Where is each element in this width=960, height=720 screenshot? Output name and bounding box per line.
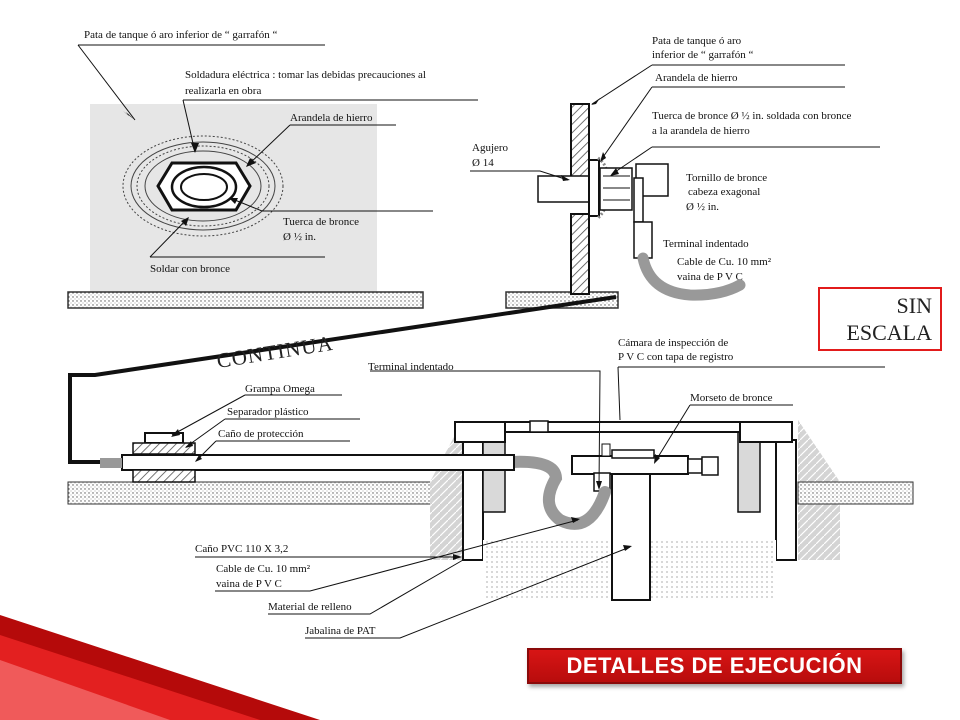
- leg-lower: [570, 213, 590, 295]
- label-cable-b2: vaina de P V C: [216, 578, 282, 590]
- label-jabalina: Jabalina de PAT: [305, 625, 376, 637]
- separator-top: [132, 442, 196, 455]
- label-relleno: Material de relleno: [268, 601, 352, 613]
- detail-top-view: Pata de tanque ó aro inferior de “ garra…: [67, 29, 478, 309]
- label-agujero-2: Ø 14: [472, 157, 494, 169]
- title-banner: DETALLES DE EJECUCIÓN: [527, 648, 902, 684]
- label-tornillo-2: cabeza exagonal: [688, 186, 760, 198]
- grounding-rod: [611, 469, 651, 601]
- chamber-wall-right: [775, 439, 797, 561]
- clamp-nut-1: [687, 458, 703, 474]
- detail-section-view: Pata de tanque ó aro inferior de “ garra…: [470, 35, 880, 309]
- label-morseto: Morseto de bronce: [690, 392, 773, 404]
- ground-left: [67, 481, 464, 505]
- weld-rings: [122, 135, 284, 237]
- label-agujero-1: Agujero: [472, 142, 509, 154]
- ground-right: [797, 481, 914, 505]
- cable-bend: [637, 252, 746, 301]
- label-continua: CONTINUA: [215, 331, 335, 373]
- red-corner-decoration: [0, 615, 320, 720]
- label-tornillo-1: Tornillo de bronce: [686, 172, 767, 184]
- label-terminal-b: Terminal indentado: [368, 361, 454, 373]
- label-pata-tanque-r1: Pata de tanque ó aro: [652, 35, 742, 47]
- label-soldadura-2: realizarla en obra: [185, 85, 261, 97]
- label-grampa: Grampa Omega: [245, 383, 315, 395]
- label-arandela: Arandela de hierro: [290, 112, 373, 124]
- scale-line-2: ESCALA: [846, 320, 932, 345]
- washer-inner: [180, 173, 228, 201]
- clamp-nut-2: [701, 456, 719, 476]
- protection-pipe: [121, 454, 515, 471]
- label-tuerca-2: Ø ½ in.: [283, 231, 316, 243]
- label-tornillo-3: Ø ½ in.: [686, 201, 719, 213]
- pipe-end: [100, 458, 122, 468]
- label-arandela-r: Arandela de hierro: [655, 72, 738, 84]
- scale-badge: SIN ESCALA: [818, 287, 942, 351]
- label-tuerca-r2: a la arandela de hierro: [652, 125, 750, 137]
- label-cable-r2: vaina de P V C: [677, 271, 743, 283]
- detail-inspection-chamber: Terminal indentado Cámara de inspección …: [67, 337, 914, 639]
- lid-rim-left: [454, 421, 506, 443]
- label-tuerca-1: Tuerca de bronce: [283, 216, 359, 228]
- scale-line-1: SIN: [896, 292, 932, 318]
- chamber-inner-left: [482, 431, 506, 513]
- label-terminal-r: Terminal indentado: [663, 238, 749, 250]
- label-tuerca-r1: Tuerca de bronce Ø ½ in. soldada con bro…: [652, 110, 851, 122]
- label-cable-b1: Cable de Cu. 10 mm²: [216, 563, 311, 575]
- lid-rim-right: [739, 421, 793, 443]
- separator-bottom: [132, 469, 196, 483]
- chamber-inner-right: [737, 431, 761, 513]
- terminal-tab: [601, 443, 611, 457]
- terminal-plate: [633, 177, 644, 223]
- label-soldar: Soldar con bronce: [150, 263, 230, 275]
- ground-strip: [67, 291, 424, 309]
- label-pata-tanque: Pata de tanque ó aro inferior de “ garra…: [84, 29, 277, 41]
- washer-section: [588, 159, 600, 217]
- label-soldadura-1: Soldadura eléctrica : tomar las debidas …: [185, 69, 426, 81]
- label-cano-proteccion: Caño de protección: [218, 428, 304, 440]
- ground-strip-right: [505, 291, 619, 309]
- lid-knob: [529, 420, 549, 433]
- cable-curl: [506, 455, 611, 530]
- label-camara-2: P V C con tapa de registro: [618, 351, 734, 363]
- label-cano-pvc: Caño PVC 110 X 3,2: [195, 543, 288, 555]
- label-camara-1: Cámara de inspección de: [618, 337, 728, 349]
- label-cable-r1: Cable de Cu. 10 mm²: [677, 256, 772, 268]
- label-separador: Separador plástico: [227, 406, 309, 418]
- label-pata-tanque-r2: inferior de “ garrafón “: [652, 49, 754, 61]
- clamp-top: [611, 449, 655, 459]
